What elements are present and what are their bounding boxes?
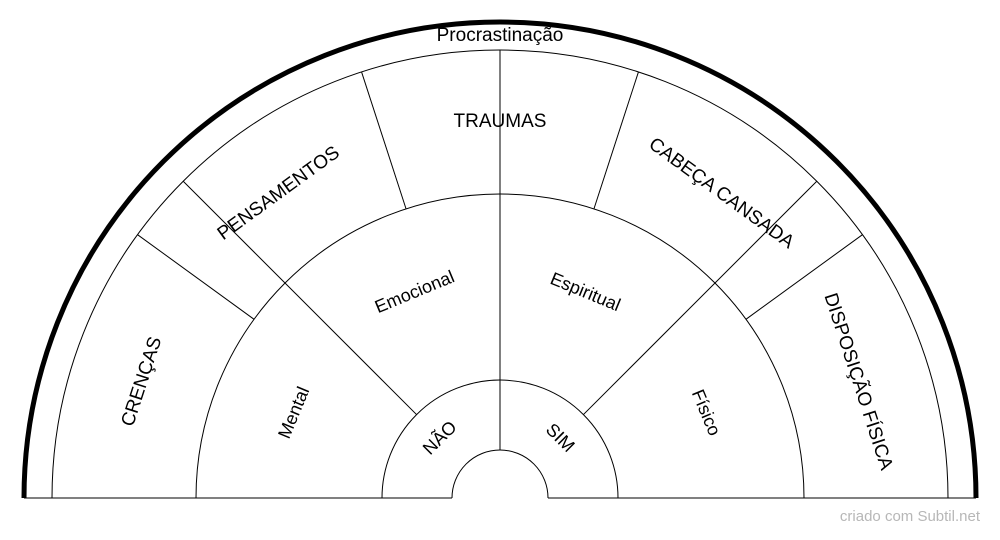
outer-spoke-4 (745, 234, 863, 320)
outer-spoke-2 (361, 71, 407, 210)
center-hole-arc (451, 449, 549, 499)
inner-label-0: Mental (274, 384, 313, 442)
chart-geometry (21, 19, 979, 499)
rim-arc (21, 19, 979, 499)
inner-label-1: Emocional (372, 266, 457, 317)
chart-title: Procrastinação (437, 25, 564, 46)
inner-label-2: Espiritual (547, 268, 623, 315)
outer-label-3: CABEÇA CANSADA (645, 134, 799, 254)
chart-labels: CRENÇAS PENSAMENTOS TRAUMAS CABEÇA CANSADAD… (118, 25, 898, 473)
outer-label-2: TRAUMAS (454, 111, 547, 132)
inner-spoke-3 (583, 180, 818, 415)
outer-label-1: PENSAMENTOS (214, 142, 344, 244)
credit-text: criado com Subtil.net (839, 508, 980, 525)
outer-label-4: DISPOSIÇÃO FÍSICA (820, 290, 898, 473)
inner-spoke-1 (182, 180, 417, 415)
outer-spoke-1 (137, 234, 255, 320)
outer-spoke-3 (593, 71, 639, 210)
inner-label-3: Físico (688, 387, 725, 439)
outer-label-0: CRENÇAS (118, 334, 167, 429)
center-label-nao: NÃO (418, 416, 460, 458)
center-label-sim: SIM (542, 419, 579, 456)
